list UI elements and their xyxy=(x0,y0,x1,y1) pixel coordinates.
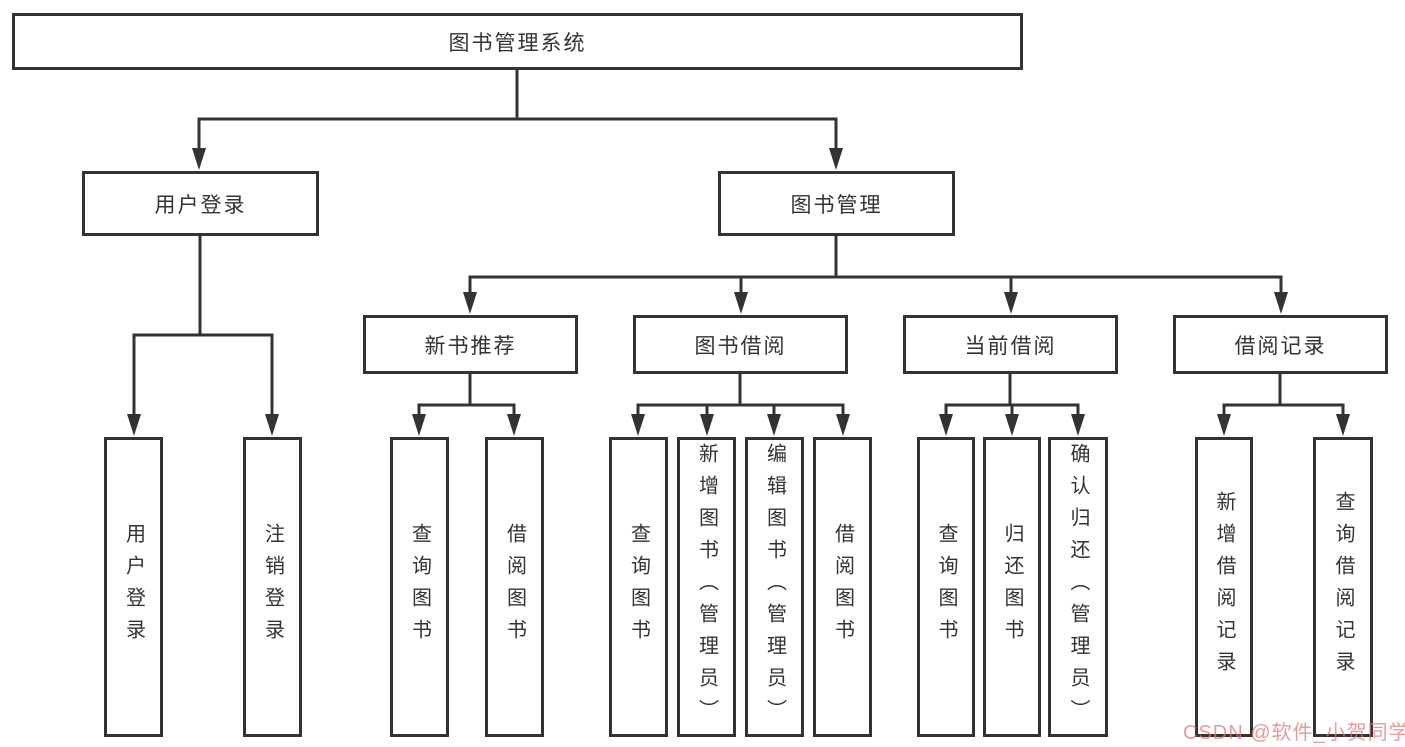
leaf-logout: 注销登录 xyxy=(243,437,302,737)
node-library-management-system: 图书管理系统 xyxy=(12,13,1023,70)
leaf-query-books-borrowing: 查询图书 xyxy=(609,437,668,737)
node-current-borrowing: 当前借阅 xyxy=(903,315,1118,374)
node-new-book-recommendation: 新书推荐 xyxy=(363,315,578,374)
leaf-borrow-books-recommend: 借阅图书 xyxy=(485,437,544,737)
leaf-query-books-recommend: 查询图书 xyxy=(390,437,449,737)
node-user-login: 用户登录 xyxy=(82,171,319,236)
leaf-query-borrow-record: 查询借阅记录 xyxy=(1313,437,1373,737)
leaf-add-borrow-record: 新增借阅记录 xyxy=(1195,437,1253,737)
node-book-management: 图书管理 xyxy=(718,171,955,236)
node-book-borrowing: 图书借阅 xyxy=(633,315,848,374)
leaf-add-book-admin: 新增图书（管理员） xyxy=(677,437,736,737)
leaf-borrow-books-borrowing: 借阅图书 xyxy=(813,437,872,737)
leaf-confirm-return-admin: 确认归还（管理员） xyxy=(1048,437,1108,737)
node-borrowing-records: 借阅记录 xyxy=(1173,315,1388,374)
leaf-edit-book-admin: 编辑图书（管理员） xyxy=(745,437,804,737)
csdn-watermark: CSDN @软件_小贺同学 xyxy=(1183,722,1405,744)
leaf-user-login: 用户登录 xyxy=(104,437,163,737)
leaf-query-books-current: 查询图书 xyxy=(917,437,975,737)
leaf-return-books: 归还图书 xyxy=(983,437,1041,737)
